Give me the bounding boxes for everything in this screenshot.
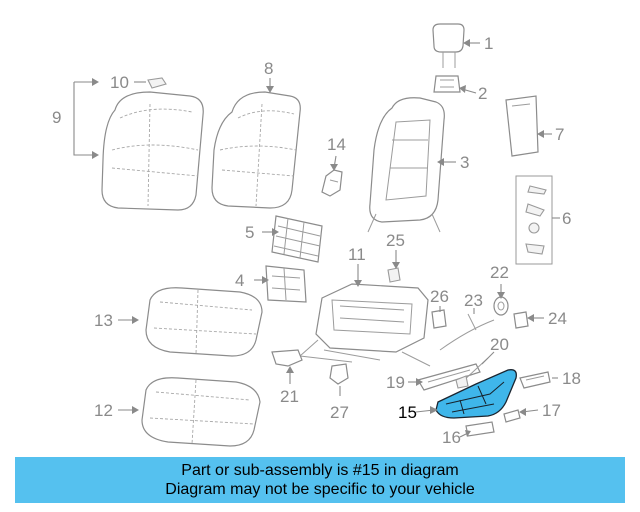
lumbar-grid-part — [271, 215, 323, 263]
callout-3: 3 — [460, 153, 469, 172]
hardware-set-part — [515, 175, 553, 265]
rail-cover-part — [417, 363, 481, 391]
callout-14: 14 — [327, 135, 346, 154]
callout-7: 7 — [555, 125, 564, 144]
seatback-frame-part — [367, 97, 445, 233]
seatback-cover-left-part — [101, 91, 204, 211]
callout-9: 9 — [52, 108, 61, 127]
side-shield-highlighted-part — [435, 369, 517, 419]
banner-line-1: Part or sub-assembly is #15 in diagram — [181, 462, 459, 479]
callout-17: 17 — [542, 401, 561, 420]
callout-numbers: 1 2 3 4 5 6 7 8 9 10 11 12 13 14 15 16 1… — [52, 34, 581, 447]
bracket-part — [321, 169, 343, 197]
callout-25: 25 — [386, 231, 405, 250]
rod-part — [439, 313, 495, 351]
callout-5: 5 — [245, 223, 254, 242]
headrest-part — [432, 23, 465, 68]
seatback-cover-right-part — [211, 91, 301, 209]
leader-lines — [73, 39, 560, 438]
callout-8: 8 — [264, 59, 273, 78]
back-panel-part — [505, 95, 539, 157]
banner-line-2: Diagram may not be specific to your vehi… — [165, 481, 475, 498]
parts-diagram: 1 2 3 4 5 6 7 8 9 10 11 12 13 14 15 16 1… — [52, 23, 581, 447]
lower-trim-part — [465, 421, 495, 437]
callout-18: 18 — [562, 369, 581, 388]
callout-10: 10 — [110, 73, 129, 92]
callout-22: 22 — [490, 263, 509, 282]
callout-27: 27 — [330, 403, 349, 422]
info-banner: Part or sub-assembly is #15 in diagram D… — [15, 457, 625, 503]
callout-20: 20 — [490, 335, 509, 354]
callout-13: 13 — [94, 311, 113, 330]
clip-part — [147, 77, 167, 89]
seat-cushion-pad-part — [141, 377, 261, 447]
trim-clip-part — [329, 363, 349, 385]
callout-21: 21 — [280, 387, 299, 406]
callout-16: 16 — [442, 428, 461, 447]
callout-1: 1 — [484, 34, 493, 53]
clip-small-part — [387, 267, 401, 283]
bracket-small-part — [431, 309, 447, 329]
knob-part — [493, 296, 509, 316]
callout-15: 15 — [398, 403, 417, 422]
side-cover-small-part — [271, 349, 303, 367]
callout-11: 11 — [348, 245, 366, 264]
seat-cushion-cover-part — [145, 287, 263, 357]
cap-part — [513, 311, 529, 329]
headrest-guide-part — [433, 75, 461, 93]
callout-6: 6 — [562, 209, 571, 228]
callout-2: 2 — [478, 84, 487, 103]
switch-bezel-part — [519, 371, 551, 389]
callout-4: 4 — [235, 271, 244, 290]
spring-mat-part — [265, 265, 307, 303]
callout-12: 12 — [94, 401, 113, 420]
callout-23: 23 — [464, 291, 483, 310]
callout-24: 24 — [548, 309, 567, 328]
seat-frame-part — [298, 283, 431, 367]
callout-26: 26 — [430, 287, 449, 306]
knob-cover-part — [503, 409, 521, 423]
callout-19: 19 — [386, 373, 405, 392]
